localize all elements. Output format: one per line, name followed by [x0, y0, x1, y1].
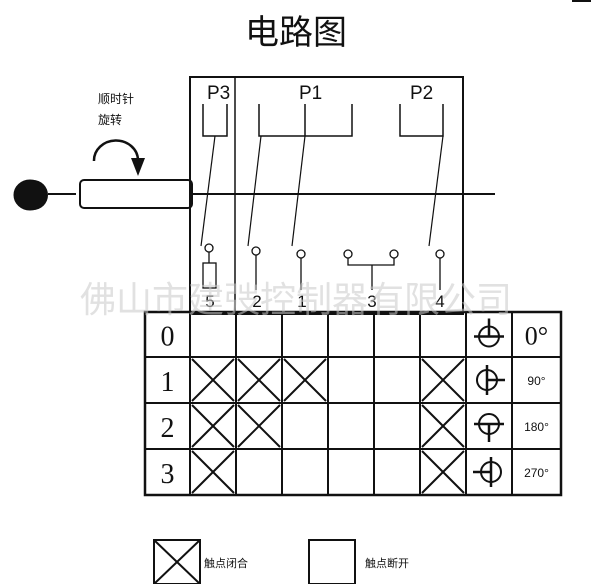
contact-leads: [200, 135, 444, 247]
pole-brackets: [202, 104, 444, 137]
contact-table: 0 0° 1 90° 2 180° 3 270°: [143, 310, 563, 497]
contact-closed-mark: [421, 358, 465, 402]
contact-closed-mark: [191, 404, 235, 448]
position-label: 1: [161, 367, 175, 398]
contact-closed-mark: [283, 358, 327, 402]
table-row: 2 180°: [161, 404, 549, 448]
contact-closed-mark: [237, 358, 281, 402]
rotation-label-line2: 旋转: [98, 112, 122, 127]
table-row: 0 0°: [161, 318, 548, 353]
contact-closed-mark: [191, 358, 235, 402]
legend-open-label: 触点断开: [365, 556, 409, 570]
pole-label-p2: P2: [410, 83, 433, 104]
position-label: 2: [161, 413, 175, 444]
handle-position-icon: [474, 318, 504, 348]
position-label: 0: [161, 322, 175, 353]
terminal-label-5: 5: [205, 292, 214, 311]
angle-label: 180°: [524, 420, 549, 434]
angle-label: 90°: [527, 374, 545, 388]
legend-closed-label: 触点闭合: [204, 556, 248, 570]
legend-open-box: [308, 539, 356, 584]
terminal-stems: [202, 252, 441, 290]
legend-open: 触点断开: [308, 539, 409, 584]
contact-closed-mark: [237, 404, 281, 448]
legend-closed: 触点闭合: [153, 539, 248, 584]
pole-label-p1: P1: [299, 83, 322, 104]
pole-label-p3: P3: [207, 83, 230, 104]
legend-closed-box: [153, 539, 201, 584]
angle-label: 0°: [525, 322, 548, 351]
contact-closed-mark: [421, 450, 465, 494]
rotation-label-line1: 顺时针: [98, 91, 134, 106]
terminal-label-4: 4: [435, 292, 444, 311]
table-row: 3 270°: [161, 450, 549, 494]
terminal-label-1: 1: [297, 292, 306, 311]
terminal-label-2: 2: [252, 292, 261, 311]
contact-closed-mark: [421, 404, 465, 448]
company-watermark: 佛山市建弢控制器有限公司: [80, 280, 512, 321]
terminal-label-3: 3: [367, 292, 376, 311]
angle-label: 270°: [524, 466, 549, 480]
switch-housing: [189, 76, 464, 315]
shaft: [48, 179, 495, 209]
contact-terminals: [204, 243, 445, 259]
handle-position-icon: [474, 413, 504, 442]
knob-icon-body: [13, 179, 47, 211]
table-row: 1 90°: [161, 358, 546, 402]
handle-position-icon: [476, 365, 505, 395]
clockwise-arrow-icon: [92, 139, 145, 176]
position-label: 3: [161, 459, 175, 490]
diagram-title: 电路图: [245, 14, 347, 52]
handle-position-icon: [473, 457, 502, 487]
contact-closed-mark: [191, 450, 235, 494]
